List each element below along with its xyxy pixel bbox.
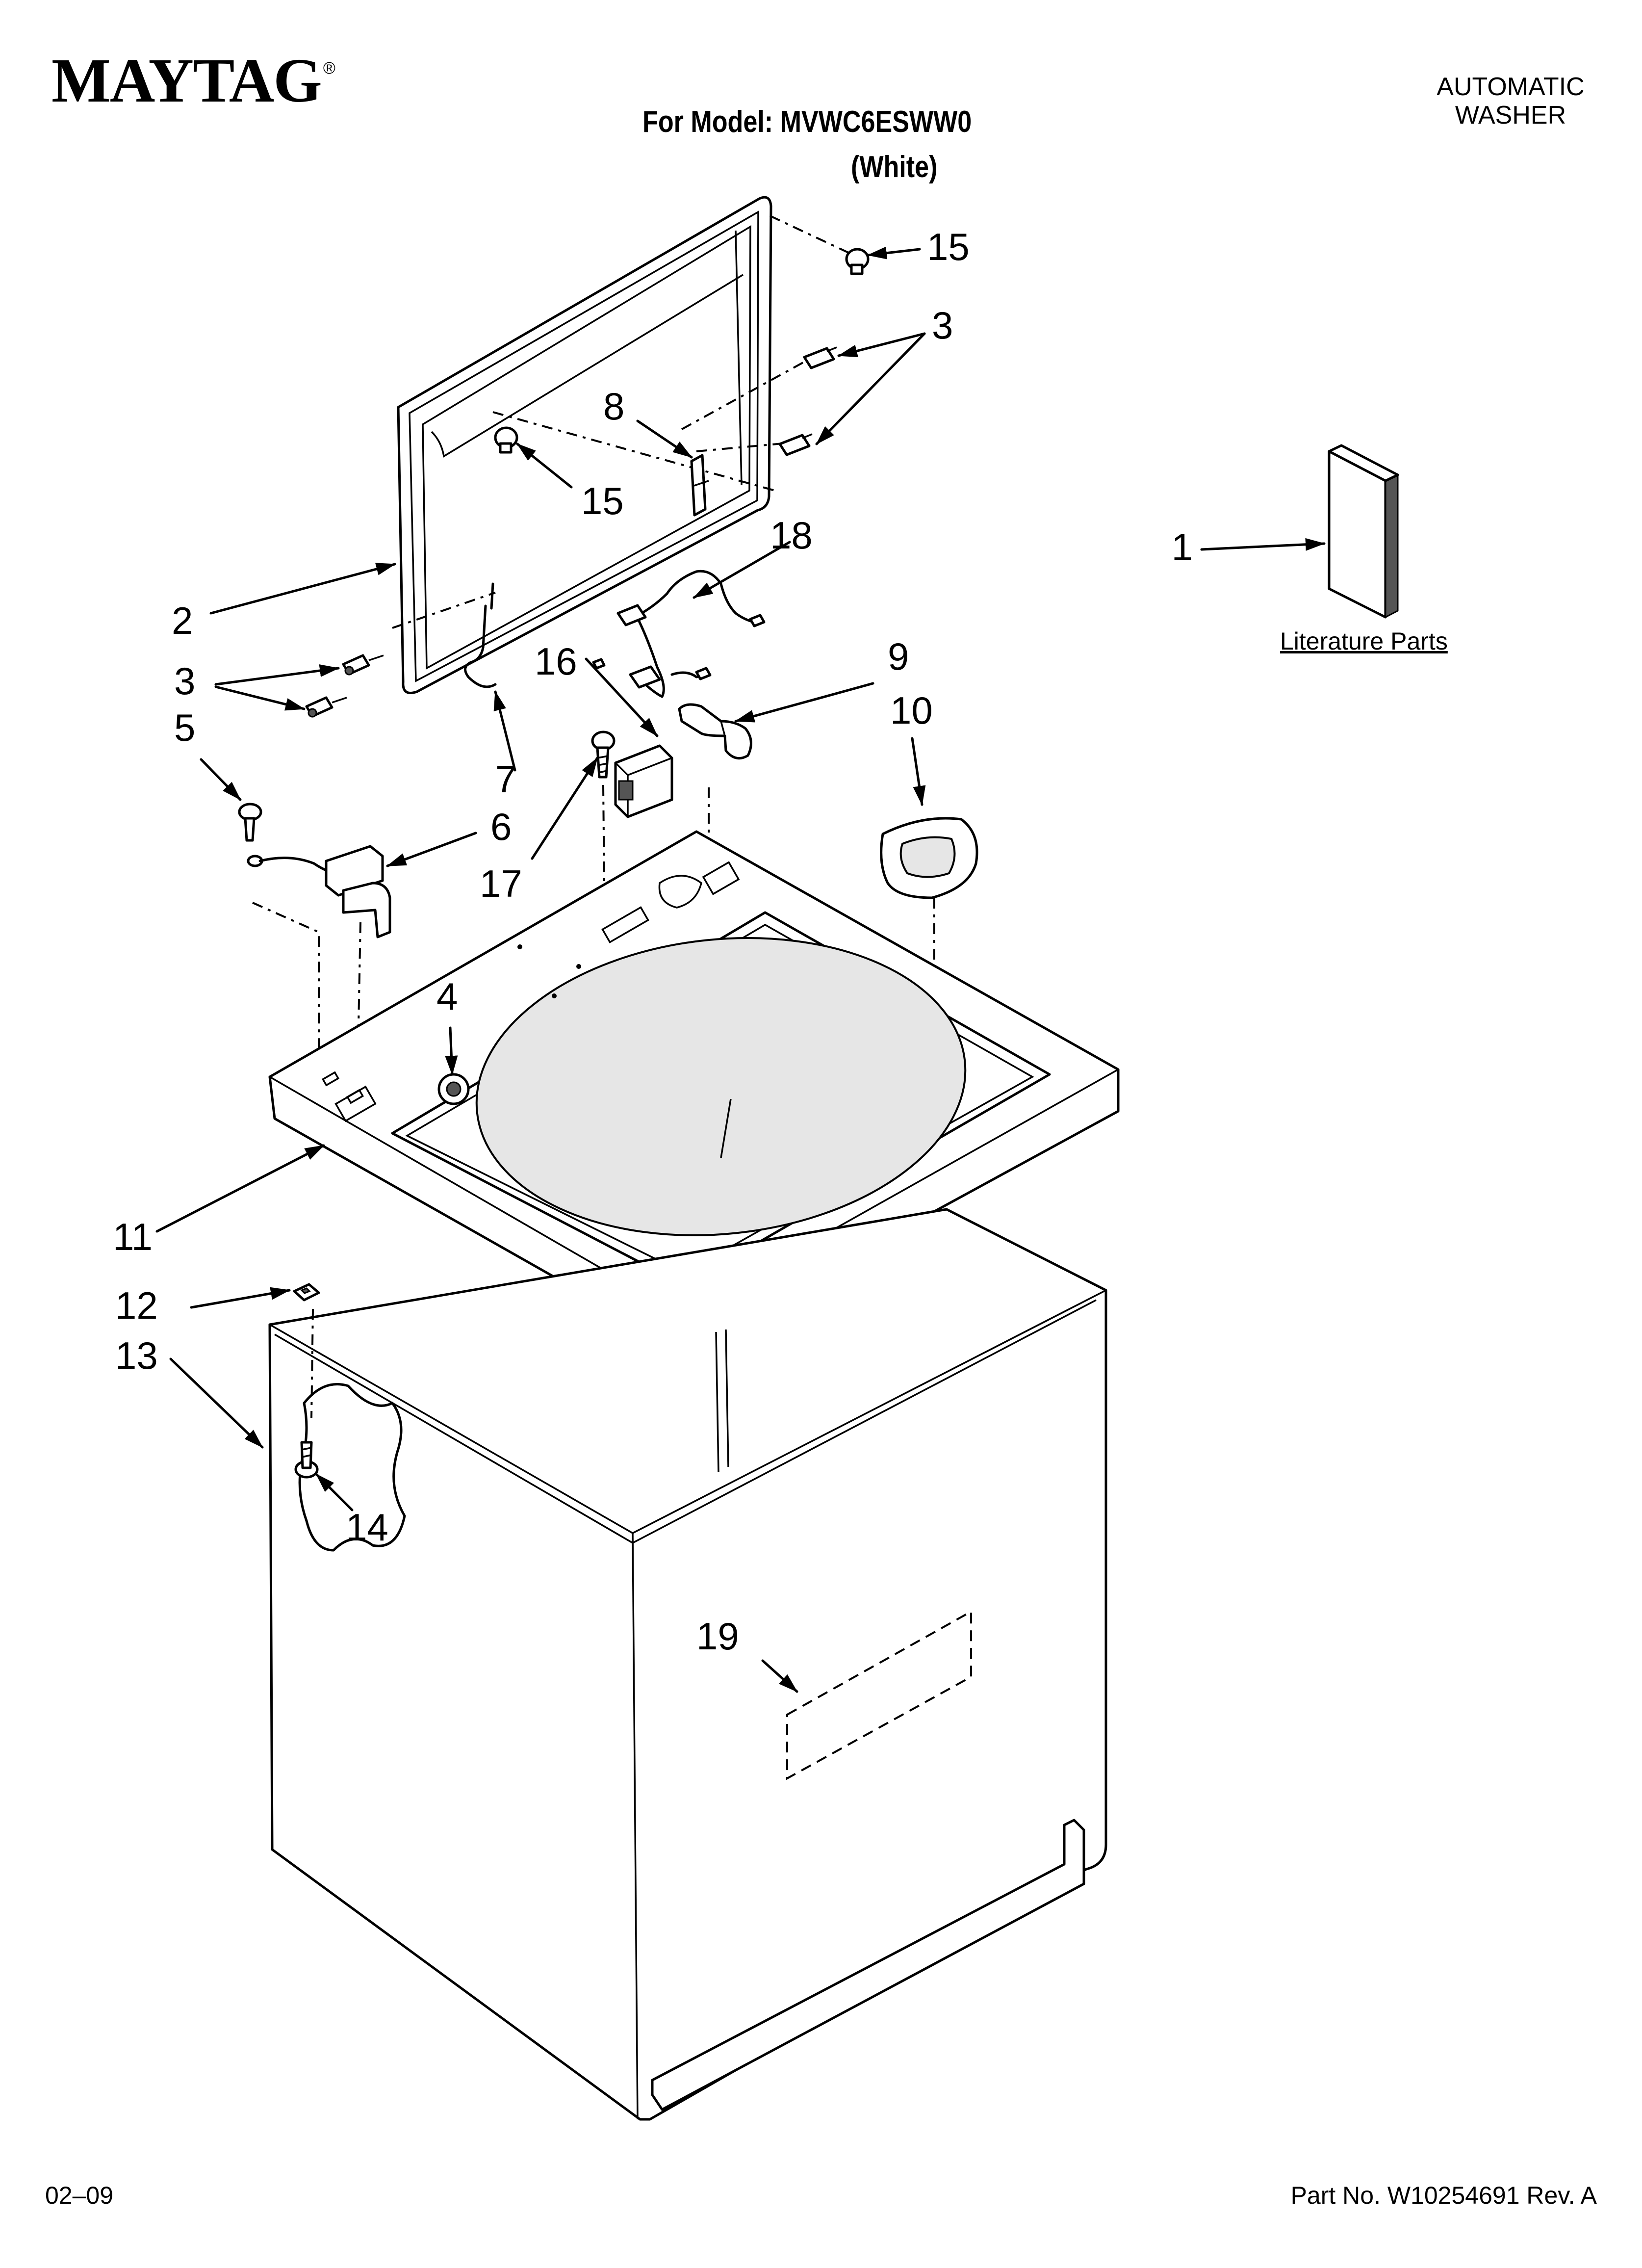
model-color: (White) (851, 150, 938, 184)
callout-15-mid: 15 (581, 479, 624, 522)
screw-icon (778, 433, 813, 456)
callout-12: 12 (115, 1284, 158, 1327)
screw-icon (342, 654, 384, 676)
dispenser-ring-icon (880, 817, 978, 899)
product-type-line1: AUTOMATIC (1437, 73, 1585, 101)
lid-lock-switch-icon (258, 845, 391, 938)
registered-mark: ® (323, 59, 335, 78)
part-number: Part No. W10254691 Rev. A (1290, 2182, 1597, 2209)
product-type-line2: WASHER (1455, 101, 1566, 130)
literature-parts-label: Literature Parts (1280, 627, 1448, 655)
model-title: For Model: MVWC6ESWW0 (642, 105, 972, 139)
brand-logo: MAYTAG® (51, 46, 335, 115)
callout-19: 19 (696, 1615, 739, 1658)
callout-10: 10 (890, 689, 933, 732)
callout-6: 6 (490, 805, 512, 848)
callout-3-left: 3 (174, 659, 195, 703)
callout-1: 1 (1172, 525, 1193, 569)
hinge-clip-icon (678, 703, 752, 760)
callout-18: 18 (770, 514, 813, 557)
callout-4: 4 (436, 975, 458, 1018)
callout-3-right: 3 (932, 304, 953, 347)
callout-14: 14 (346, 1506, 388, 1549)
grommet-icon (437, 1073, 470, 1105)
wire-harness-icon (592, 570, 766, 698)
callout-5: 5 (174, 706, 195, 749)
screw-icon (238, 803, 263, 867)
callout-7: 7 (495, 757, 516, 801)
callout-11: 11 (113, 1215, 153, 1258)
screw-icon (803, 346, 837, 369)
callout-16: 16 (535, 640, 577, 683)
callout-13: 13 (115, 1334, 158, 1377)
screw-icon (305, 696, 347, 718)
callout-2: 2 (172, 599, 193, 642)
brand-name: MAYTAG (51, 46, 322, 115)
bumper-icon (845, 248, 870, 275)
callout-15-top: 15 (927, 225, 970, 268)
lid-switch-icon (614, 744, 673, 818)
lid-hinge-clip-icon (690, 454, 709, 517)
lid-rod-icon (464, 582, 497, 688)
callout-8: 8 (603, 385, 624, 428)
screw-icon (591, 730, 616, 779)
revision-date: 02–09 (45, 2182, 114, 2209)
bracket-icon (293, 1283, 320, 1302)
literature-book-icon (1328, 444, 1399, 619)
product-type: AUTOMATIC WASHER (1408, 73, 1614, 130)
bumper-icon (494, 426, 518, 454)
callout-9: 9 (888, 635, 909, 678)
screw-icon (294, 1441, 319, 1479)
cabinet (268, 1208, 1107, 2121)
lid-assembly (397, 196, 772, 694)
callout-17: 17 (480, 862, 522, 905)
